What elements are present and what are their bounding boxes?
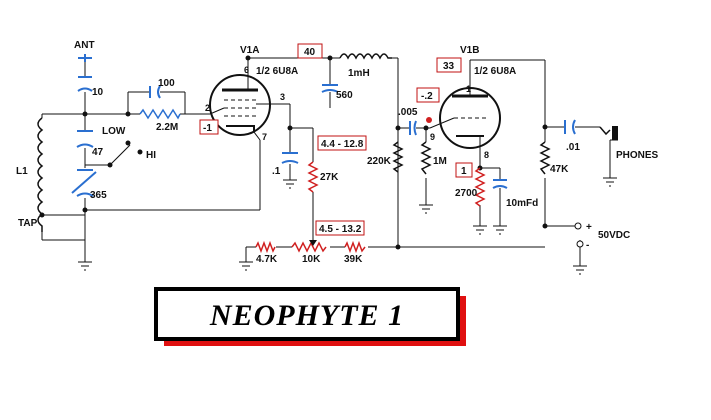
ground-icon-1 <box>78 261 92 271</box>
voltage-plate-a: 40 <box>304 47 316 58</box>
label-tube-a-type: 1/2 6U8A <box>256 66 298 77</box>
label-c560: 560 <box>336 90 353 101</box>
label-c47: 47 <box>92 147 104 158</box>
ground-icon-8 <box>573 265 587 275</box>
label-plus: + <box>586 222 592 233</box>
voltage-grid-a: -1 <box>203 123 212 134</box>
label-supply: 50VDC <box>598 230 630 241</box>
inductors <box>37 53 392 232</box>
resistors <box>139 108 551 254</box>
phones-jack-icon <box>599 126 618 141</box>
label-c1: .1 <box>272 166 281 177</box>
pin-a2: 2 <box>205 103 210 113</box>
voltage-grid-b: -.2 <box>421 91 433 102</box>
page-title: NEOPHYTE 1 <box>209 299 404 332</box>
tube-v1a-icon <box>209 74 278 141</box>
capacitors <box>71 76 576 197</box>
antenna-icon <box>78 54 92 62</box>
label-c005: .005 <box>398 107 418 118</box>
label-tube-a: V1A <box>240 45 259 56</box>
label-r4k7: 4.7K <box>256 254 278 265</box>
label-tube-b: V1B <box>460 45 479 56</box>
label-tube-b-type: 1/2 6U8A <box>474 66 516 77</box>
label-rfc: 1mH <box>348 68 370 79</box>
label-c01: .01 <box>566 142 580 153</box>
label-c365: 365 <box>90 190 107 201</box>
label-r220k: 220K <box>367 156 392 167</box>
ground-icon-6 <box>493 225 507 235</box>
label-tap: TAP <box>18 218 38 229</box>
title-banner: NEOPHYTE 1 <box>154 287 466 346</box>
label-pot10k: 10K <box>302 254 321 265</box>
label-c-ant: 10 <box>92 87 104 98</box>
label-minus: - <box>586 240 589 251</box>
label-c-grid: 100 <box>158 78 175 89</box>
label-c10mfd: 10mFd <box>506 198 538 209</box>
pin-a7: 7 <box>262 132 267 142</box>
ground-icon-2 <box>283 179 297 189</box>
pin-b9: 9 <box>430 132 435 142</box>
label-r-grid: 2.2M <box>156 122 178 133</box>
voltage-screen-a: 4.4 - 12.8 <box>321 139 364 150</box>
ground-icon-4 <box>419 204 433 214</box>
label-low: LOW <box>102 126 126 137</box>
label-r2700: 2700 <box>455 188 478 199</box>
pot-wiper <box>309 236 317 246</box>
label-phones: PHONES <box>616 150 659 161</box>
label-hi: HI <box>146 150 156 161</box>
test-point-dot <box>426 117 432 123</box>
label-r1m: 1M <box>433 156 447 167</box>
label-r47k: 47K <box>550 164 569 175</box>
label-r27k: 27K <box>320 172 339 183</box>
tube-v1b-icon <box>429 84 501 149</box>
voltage-divider: 4.5 - 13.2 <box>319 224 362 235</box>
voltage-cathode-b: 1 <box>461 166 467 177</box>
pin-b1: 1 <box>466 84 471 94</box>
voltage-boxes <box>199 43 473 236</box>
ground-icons <box>78 177 617 275</box>
ground-icon-5 <box>473 225 487 235</box>
ground-icon-3 <box>239 261 253 271</box>
ground-icon-7 <box>603 177 617 187</box>
label-ant: ANT <box>74 40 95 51</box>
voltage-plate-b: 33 <box>443 61 455 72</box>
label-r39k: 39K <box>344 254 363 265</box>
pin-a3: 3 <box>280 92 285 102</box>
label-l1: L1 <box>16 166 28 177</box>
pin-b8: 8 <box>484 150 489 160</box>
supply-terminals <box>574 222 584 248</box>
pin-a6: 6 <box>244 65 249 75</box>
switch-contacts <box>107 140 143 168</box>
